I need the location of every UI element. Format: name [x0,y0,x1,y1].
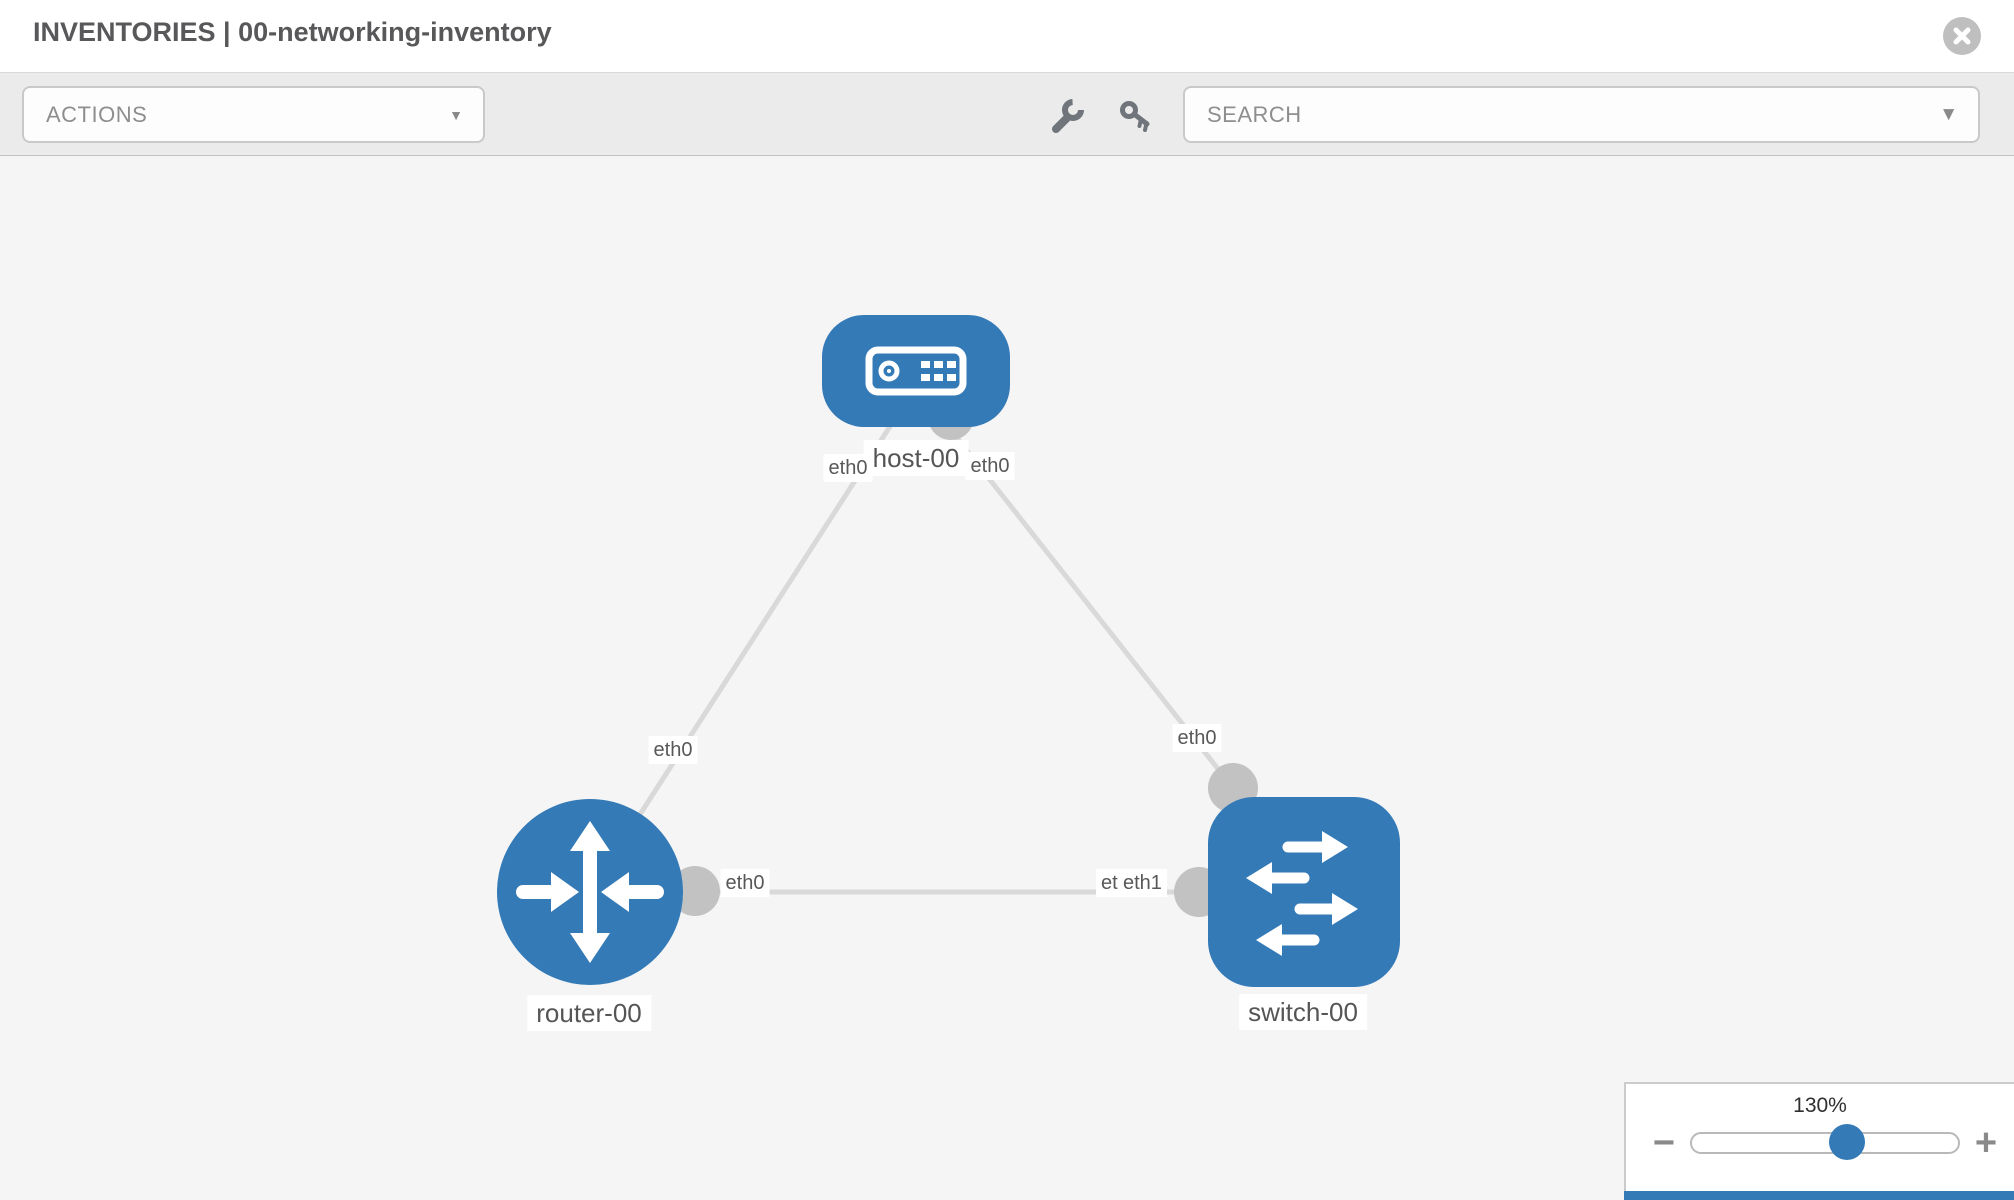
connector-dot-router[interactable] [670,866,720,916]
zoom-out-button[interactable]: − [1648,1122,1680,1164]
interface-label: eth0 [720,869,770,897]
search-placeholder: SEARCH [1207,101,1302,127]
interface-label: eth0 [1172,724,1222,752]
close-icon [1953,27,1971,45]
minus-icon: − [1652,1121,1676,1164]
node-label-router: router-00 [527,995,651,1031]
close-button[interactable] [1943,17,1981,55]
switch-arrows-icon [1246,831,1358,956]
topology-canvas[interactable]: host-00 router-00 switch-00 eth0 eth0 et… [0,156,2014,1200]
topology-edges [587,384,1304,917]
credentials-button[interactable] [1116,98,1154,136]
actions-dropdown[interactable]: ACTIONS ▼ [22,86,485,143]
interface-label: eth1 [1118,869,1167,897]
configure-tools-button[interactable] [1047,98,1085,136]
wrench-icon [1052,99,1084,133]
toolbar: ACTIONS ▼ SEARCH ▼ [0,72,2014,156]
zoom-in-button[interactable]: + [1970,1122,2002,1164]
header: INVENTORIES | 00-networking-inventory [0,0,2014,72]
node-host-00[interactable] [822,315,1010,427]
interface-label: eth0 [648,736,698,764]
interface-label: eth0 [965,452,1015,480]
node-router-00[interactable] [497,799,683,985]
page-title: INVENTORIES | 00-networking-inventory [33,17,552,47]
panel-accent-strip [1624,1191,2014,1200]
plus-icon: + [1974,1121,1998,1164]
search-dropdown[interactable]: SEARCH ▼ [1183,86,1980,143]
zoom-slider-track[interactable] [1690,1132,1960,1154]
node-label-host: host-00 [863,440,969,476]
interface-label: eth0 [823,454,873,482]
zoom-level: 130% [1793,1094,1847,1117]
node-switch-00[interactable] [1208,797,1400,987]
router-arrows-icon [516,821,664,963]
key-icon [1120,101,1150,132]
actions-dropdown-label: ACTIONS [46,101,148,127]
server-icon [865,346,967,396]
chevron-down-icon: ▼ [1939,103,1958,125]
node-label-switch: switch-00 [1239,994,1367,1030]
zoom-panel: 130% − + [1624,1082,2014,1200]
zoom-slider-thumb[interactable] [1829,1124,1865,1160]
chevron-down-icon: ▼ [449,106,463,123]
